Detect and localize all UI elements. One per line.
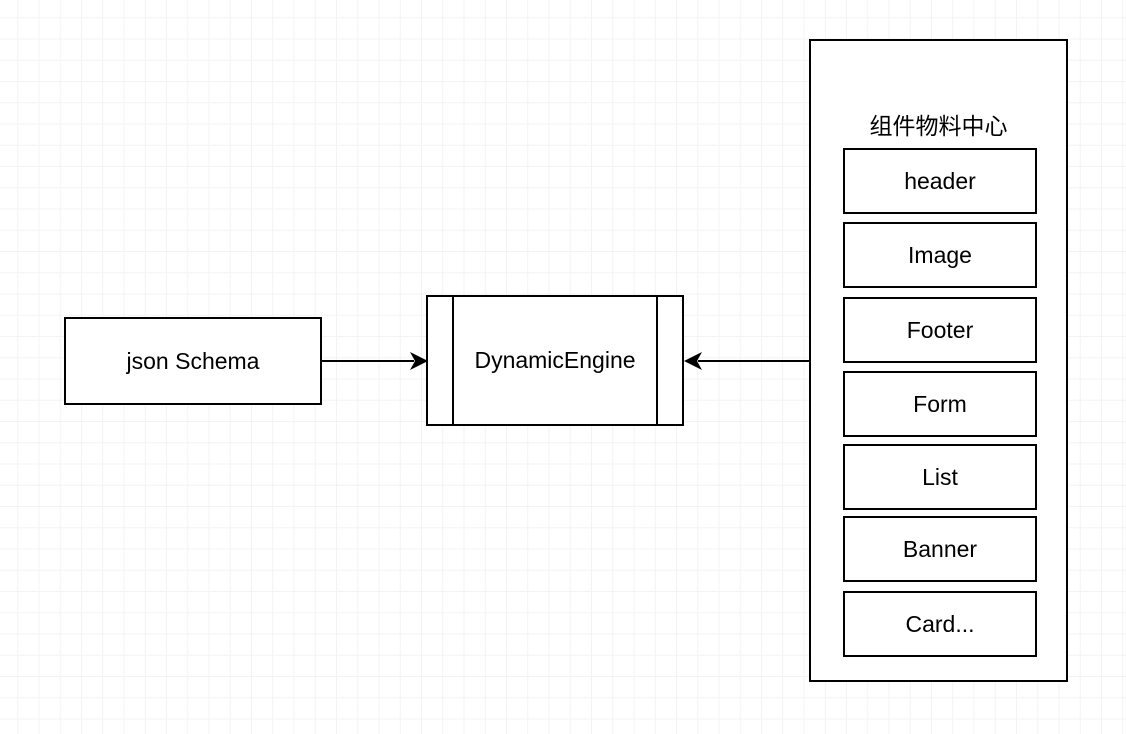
component-material-center[interactable]: 组件物料中心 header Image Footer Form List Ban…: [809, 39, 1068, 682]
material-item-label: Card...: [905, 610, 975, 637]
json-schema-label: json Schema: [126, 347, 260, 374]
arrow-center-to-engine: [684, 352, 809, 370]
material-item-form[interactable]: Form: [843, 371, 1037, 437]
material-item-label: Footer: [906, 316, 974, 343]
material-item-label: Banner: [902, 535, 978, 562]
json-schema-node[interactable]: json Schema: [64, 317, 322, 405]
material-item-banner[interactable]: Banner: [843, 516, 1037, 582]
material-item-label: Form: [913, 390, 967, 417]
material-item-image[interactable]: Image: [843, 222, 1037, 288]
material-center-title: 组件物料中心: [869, 114, 1008, 140]
material-item-card[interactable]: Card...: [843, 591, 1037, 657]
engine-right-divider: [656, 297, 658, 424]
dynamic-engine-label: DynamicEngine: [474, 347, 636, 373]
dynamic-engine-node[interactable]: DynamicEngine: [426, 295, 684, 426]
material-item-label: List: [922, 463, 958, 490]
engine-left-divider: [452, 297, 454, 424]
material-item-header[interactable]: header: [843, 148, 1037, 214]
material-item-footer[interactable]: Footer: [843, 297, 1037, 363]
material-item-label: Image: [908, 241, 972, 268]
material-item-label: header: [904, 167, 976, 194]
arrow-schema-to-engine: [322, 352, 428, 370]
material-item-list[interactable]: List: [843, 444, 1037, 510]
